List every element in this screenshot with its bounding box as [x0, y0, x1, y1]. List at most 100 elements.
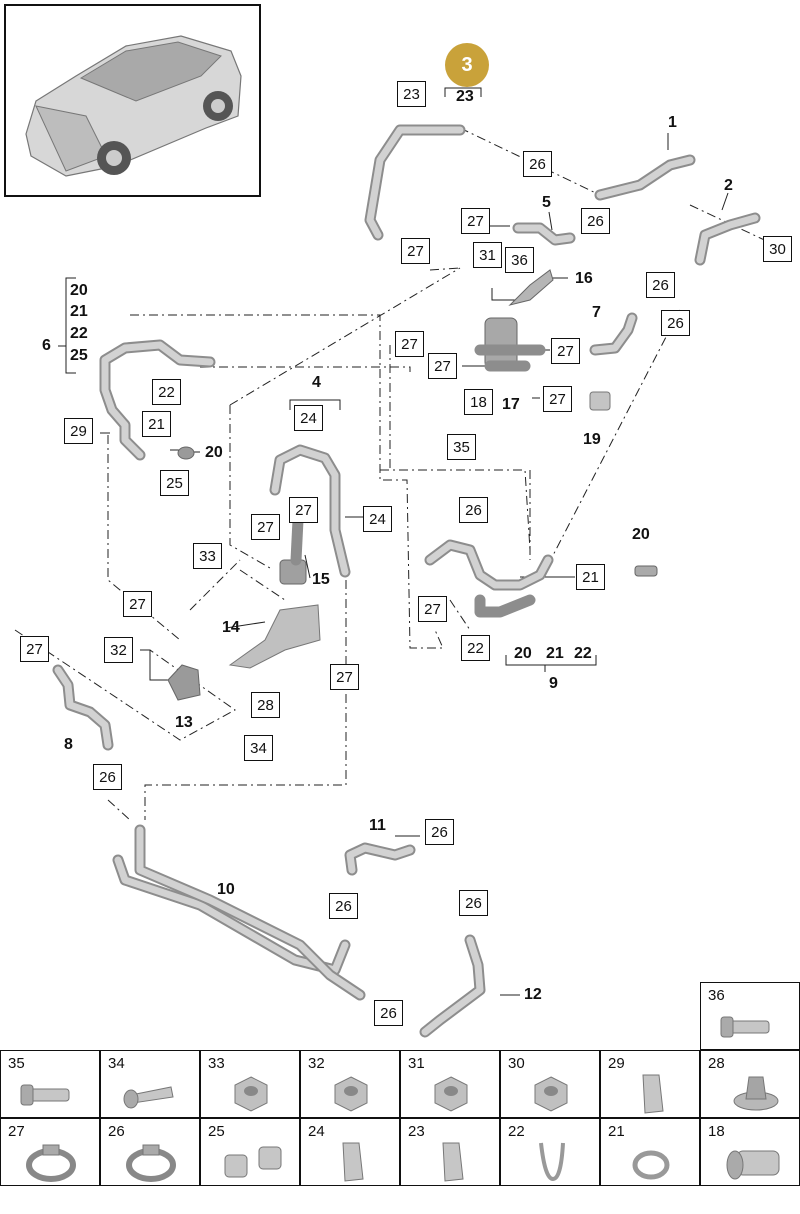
label-10: 10 — [217, 881, 235, 898]
legend-number: 32 — [308, 1055, 325, 1072]
pump-15 — [279, 514, 307, 585]
callout-25: 25 — [160, 470, 189, 496]
hose-1 — [594, 154, 696, 201]
legend-cell-29: 29 — [600, 1050, 700, 1118]
legend-cell-18: 18 — [700, 1118, 800, 1186]
label-8: 8 — [64, 736, 73, 753]
group-badge: 3 — [445, 43, 489, 87]
callout-26: 26 — [425, 819, 454, 845]
callout-27: 27 — [551, 338, 580, 364]
callout-26: 26 — [523, 151, 552, 177]
callout-27: 27 — [401, 238, 430, 264]
bracket-14 — [228, 604, 321, 669]
callout-28: 28 — [251, 692, 280, 718]
hose-clamp-27-icon — [26, 1144, 76, 1182]
callout-26: 26 — [329, 893, 358, 919]
legend-number: 18 — [708, 1123, 725, 1140]
bushing-19 — [589, 391, 611, 411]
legend-cell-22: 22 — [500, 1118, 600, 1186]
callout-24: 24 — [294, 405, 323, 431]
legend-number: 29 — [608, 1055, 625, 1072]
leader-lines — [58, 87, 729, 996]
sensor-20 — [634, 565, 658, 577]
callout-34: 34 — [244, 735, 273, 761]
callout-27: 27 — [395, 331, 424, 357]
legend-cell-34: 34 — [100, 1050, 200, 1118]
label-14: 14 — [222, 619, 240, 636]
plug-20 — [177, 446, 195, 460]
label-25: 25 — [70, 347, 88, 364]
label-23: 23 — [456, 88, 474, 105]
clip-24-icon — [342, 1142, 364, 1182]
hose-23 — [364, 124, 466, 241]
callout-27: 27 — [428, 353, 457, 379]
label-20: 20 — [514, 645, 532, 662]
callout-21: 21 — [142, 411, 171, 437]
callout-27: 27 — [20, 636, 49, 662]
callout-18: 18 — [464, 389, 493, 415]
legend-cell-31: 31 — [400, 1050, 500, 1118]
callout-26: 26 — [459, 497, 488, 523]
label-15: 15 — [312, 571, 330, 588]
legend-cell-35: 35 — [0, 1050, 100, 1118]
hose-8 — [52, 664, 114, 751]
label-13: 13 — [175, 714, 193, 731]
legend-cell-32: 32 — [300, 1050, 400, 1118]
o-ring-21-icon — [632, 1150, 670, 1180]
legend-number: 31 — [408, 1055, 425, 1072]
hose-12 — [419, 934, 486, 1038]
legend-cell-25: 25 — [200, 1118, 300, 1186]
pipe-10 — [112, 824, 366, 1001]
callout-26: 26 — [646, 272, 675, 298]
hose-4 — [269, 444, 351, 578]
callout-36: 36 — [505, 247, 534, 273]
label-20: 20 — [632, 526, 650, 543]
nut-33-icon — [234, 1076, 268, 1112]
label-17: 17 — [502, 396, 520, 413]
callout-27: 27 — [461, 208, 490, 234]
nut-31-icon — [434, 1076, 468, 1112]
legend-cell-21: 21 — [600, 1118, 700, 1186]
label-5: 5 — [542, 194, 551, 211]
label-20: 20 — [205, 444, 223, 461]
bolt-36-icon — [720, 1016, 770, 1038]
label-4: 4 — [312, 374, 321, 391]
callout-33: 33 — [193, 543, 222, 569]
callout-27: 27 — [123, 591, 152, 617]
label-12: 12 — [524, 986, 542, 1003]
label-9: 9 — [549, 675, 558, 692]
label-16: 16 — [575, 270, 593, 287]
label-11: 11 — [369, 817, 386, 834]
callout-35: 35 — [447, 434, 476, 460]
label-6: 6 — [42, 337, 51, 354]
hose-11 — [344, 842, 416, 876]
label-20: 20 — [70, 282, 88, 299]
legend-cell-24: 24 — [300, 1118, 400, 1186]
legend-cell-33: 33 — [200, 1050, 300, 1118]
clip-23-icon — [442, 1142, 464, 1182]
connection-lines — [14, 127, 776, 821]
callout-26: 26 — [581, 208, 610, 234]
legend-number: 21 — [608, 1123, 625, 1140]
car-icon — [25, 35, 242, 177]
label-2: 2 — [724, 177, 733, 194]
callout-32: 32 — [104, 637, 133, 663]
callout-26: 26 — [661, 310, 690, 336]
label-21: 21 — [70, 303, 88, 320]
legend-number: 30 — [508, 1055, 525, 1072]
legend-number: 35 — [8, 1055, 25, 1072]
callout-22: 22 — [461, 635, 490, 661]
legend-number: 24 — [308, 1123, 325, 1140]
double-clip-25-icon — [224, 1146, 282, 1178]
callout-26: 26 — [374, 1000, 403, 1026]
hose-7 — [589, 312, 638, 356]
nut-30-icon — [534, 1076, 568, 1112]
vehicle-thumbnail — [4, 4, 261, 197]
label-21: 21 — [546, 645, 564, 662]
legend-number: 34 — [108, 1055, 125, 1072]
label-22: 22 — [70, 325, 88, 342]
legend-number: 27 — [8, 1123, 25, 1140]
label-1: 1 — [668, 114, 677, 131]
